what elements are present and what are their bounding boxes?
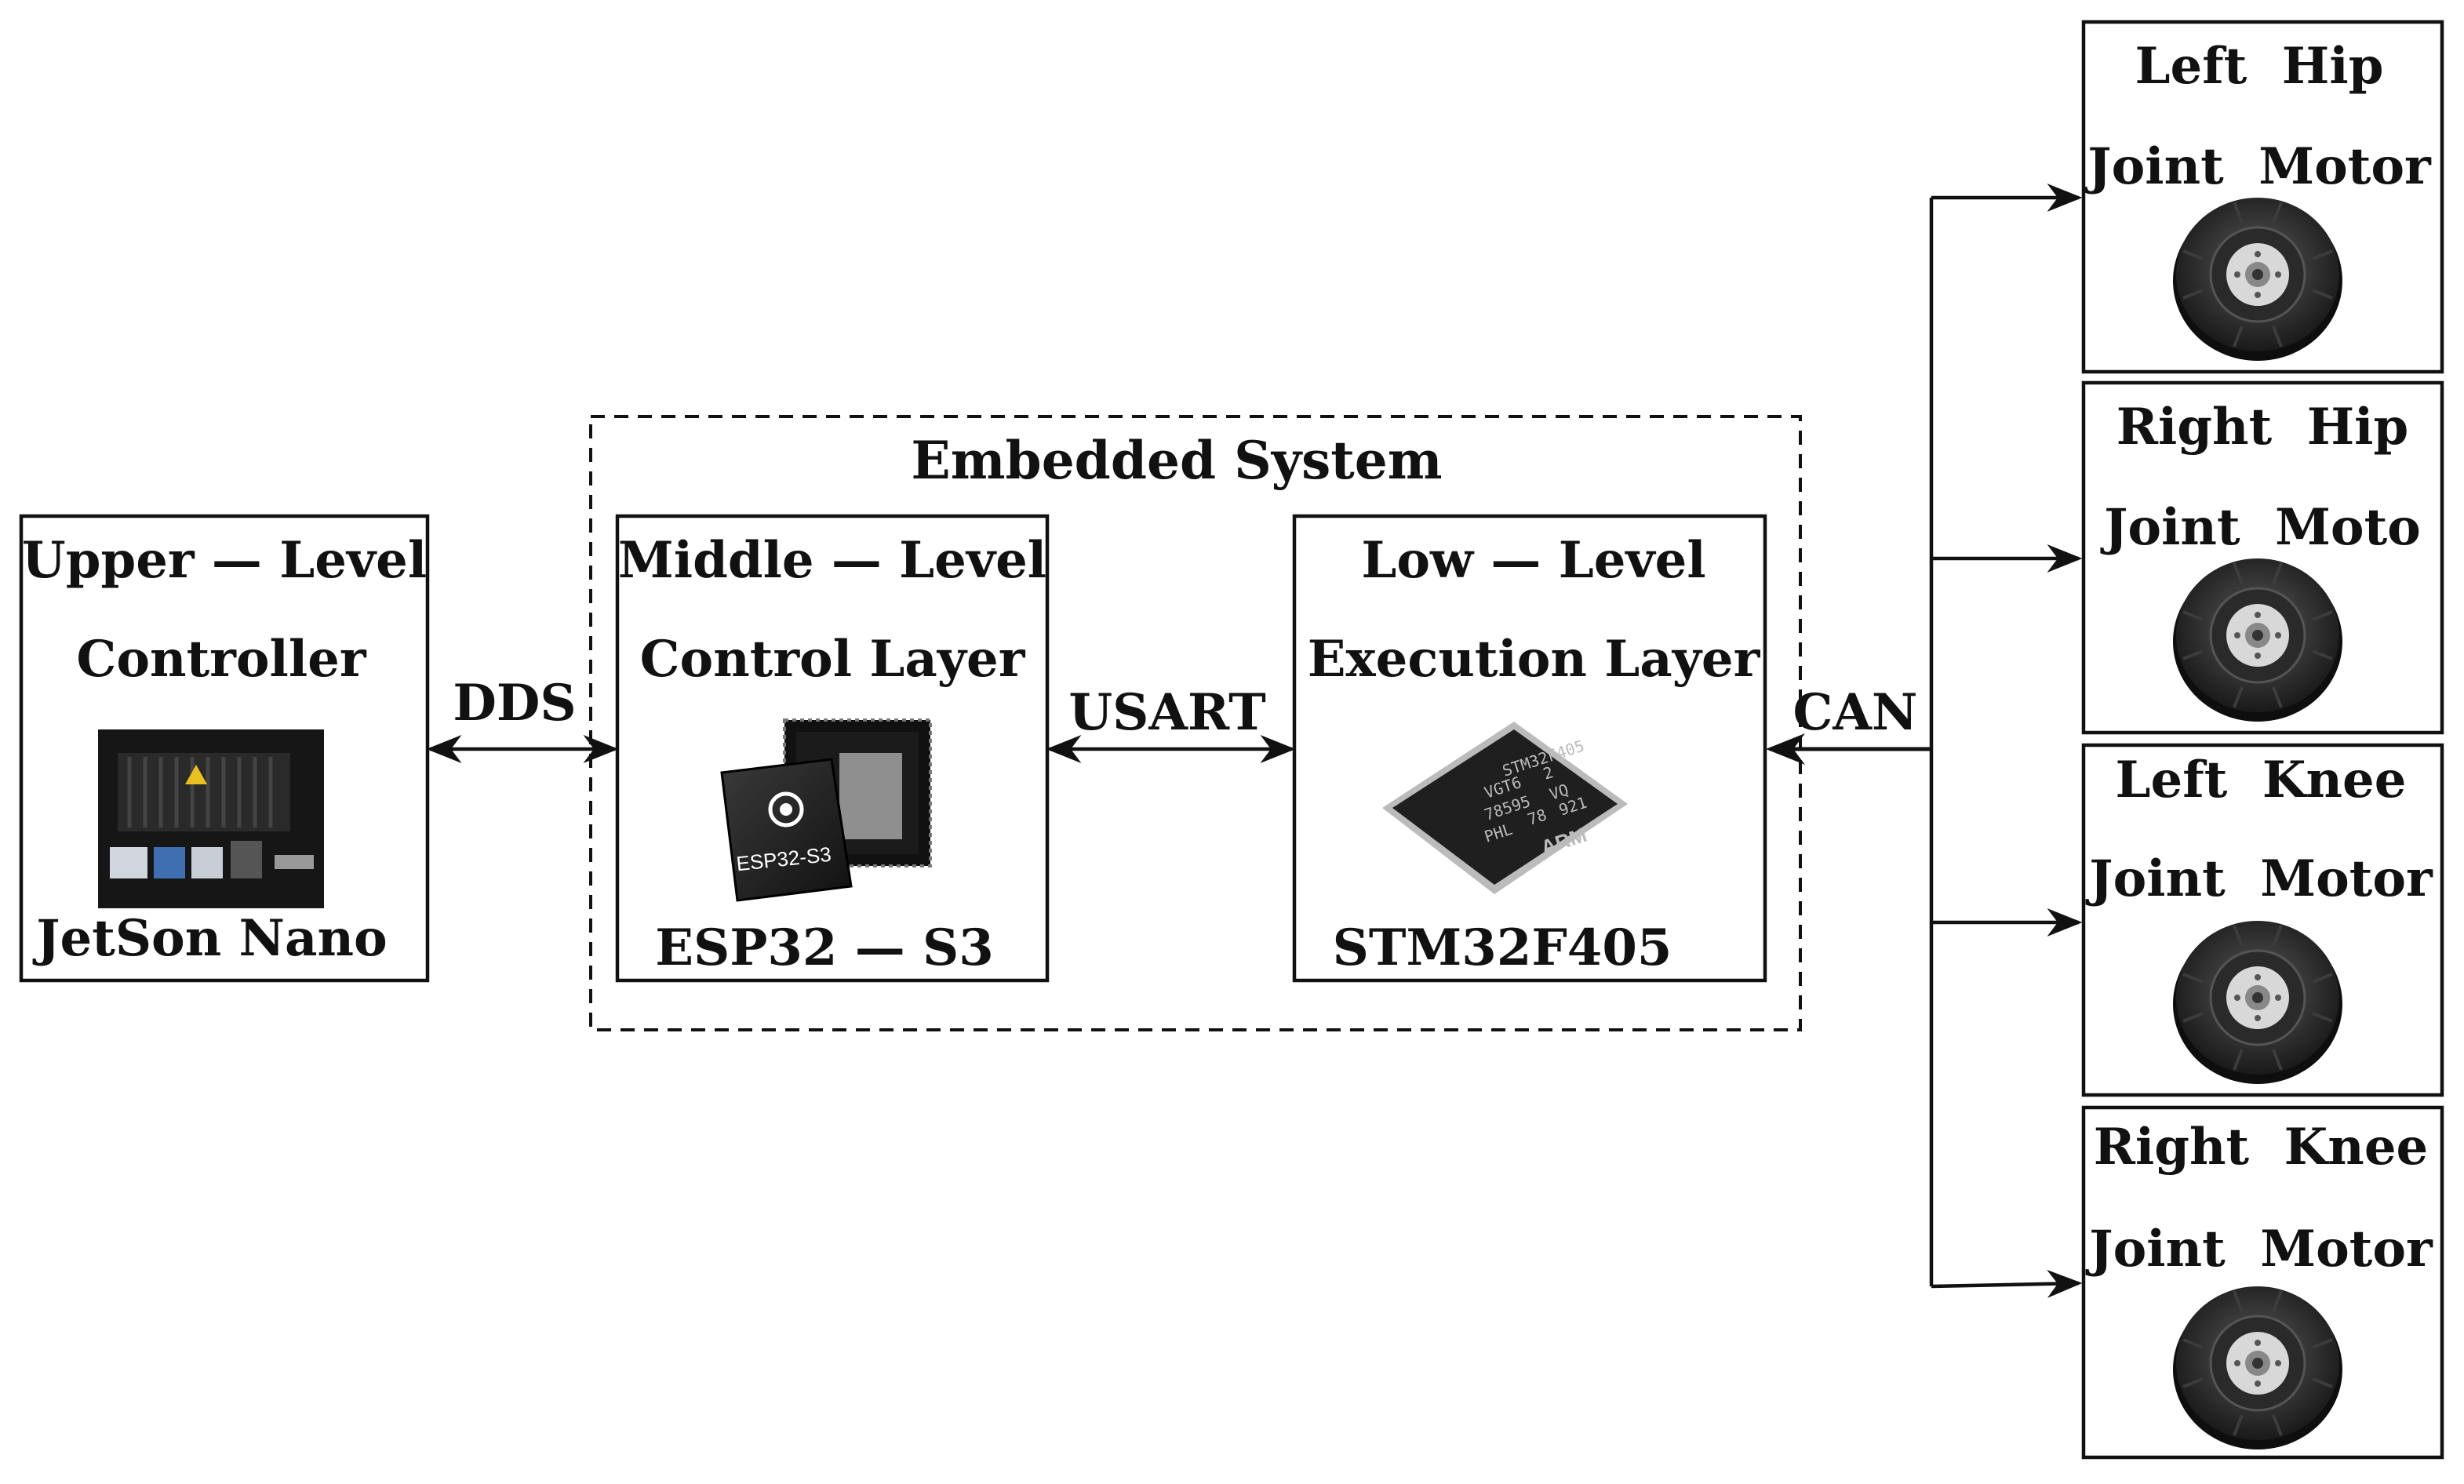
can-bus [1766, 184, 2083, 1298]
motor-subtitle: Joint Motor [2085, 1220, 2433, 1278]
left-hip-joint-motor: Left Hip Joint Motor [2081, 20, 2444, 374]
jetson-nano-board-image [98, 729, 324, 908]
embedded-system-frame [589, 415, 1802, 1031]
dds-label: DDS [453, 674, 576, 733]
middle-level-subtitle: Control Layer [640, 630, 1026, 689]
left-knee-joint-motor: Left Knee Joint Motor [2081, 743, 2444, 1097]
esp32-s3-chip-image: ESP32-S3 [720, 718, 932, 902]
right-hip-joint-motor: Right Hip Joint Moto [2081, 380, 2444, 735]
motor-subtitle: Joint Motor [2084, 137, 2432, 196]
usart-label: USART [1068, 683, 1265, 742]
low-level-execution-layer: Low — Level Execution Layer STM32F405 VG… [1292, 514, 1767, 983]
low-level-title: Low — Level [1361, 531, 1705, 590]
motor-title: Right Hip [2116, 398, 2408, 456]
motor-icon [2171, 919, 2344, 1086]
upper-level-controller: Upper — Level Controller JetSon Nano [19, 514, 430, 983]
middle-level-title: Middle — Level [618, 531, 1046, 590]
low-level-device: STM32F405 [1333, 918, 1672, 977]
motor-title: Right Knee [2094, 1118, 2429, 1177]
right-knee-joint-motor: Right Knee Joint Motor [2081, 1105, 2444, 1460]
middle-level-device: ESP32 — S3 [655, 918, 994, 977]
motor-subtitle: Joint Motor [2085, 849, 2433, 908]
motor-subtitle: Joint Moto [2100, 498, 2421, 557]
stm32-chip-image: STM32F405 VGT6 2 78595 VQ PHL 78 921 ARM [1382, 722, 1628, 894]
motor-icon [2171, 557, 2344, 723]
low-level-subtitle: Execution Layer [1308, 630, 1761, 689]
motor-icon [2171, 196, 2344, 362]
embedded-system-title: Embedded System [911, 430, 1442, 491]
upper-level-device: JetSon Nano [32, 909, 387, 968]
upper-level-subtitle: Controller [76, 630, 366, 689]
motor-title: Left Knee [2116, 751, 2407, 809]
motor-title: Left Hip [2135, 37, 2384, 96]
motor-icon [2171, 1285, 2344, 1451]
upper-level-title: Upper — Level [22, 531, 427, 590]
can-label: CAN [1792, 683, 1917, 742]
middle-level-control-layer: Middle — Level Control Layer ESP32-S3 ES… [615, 514, 1050, 983]
